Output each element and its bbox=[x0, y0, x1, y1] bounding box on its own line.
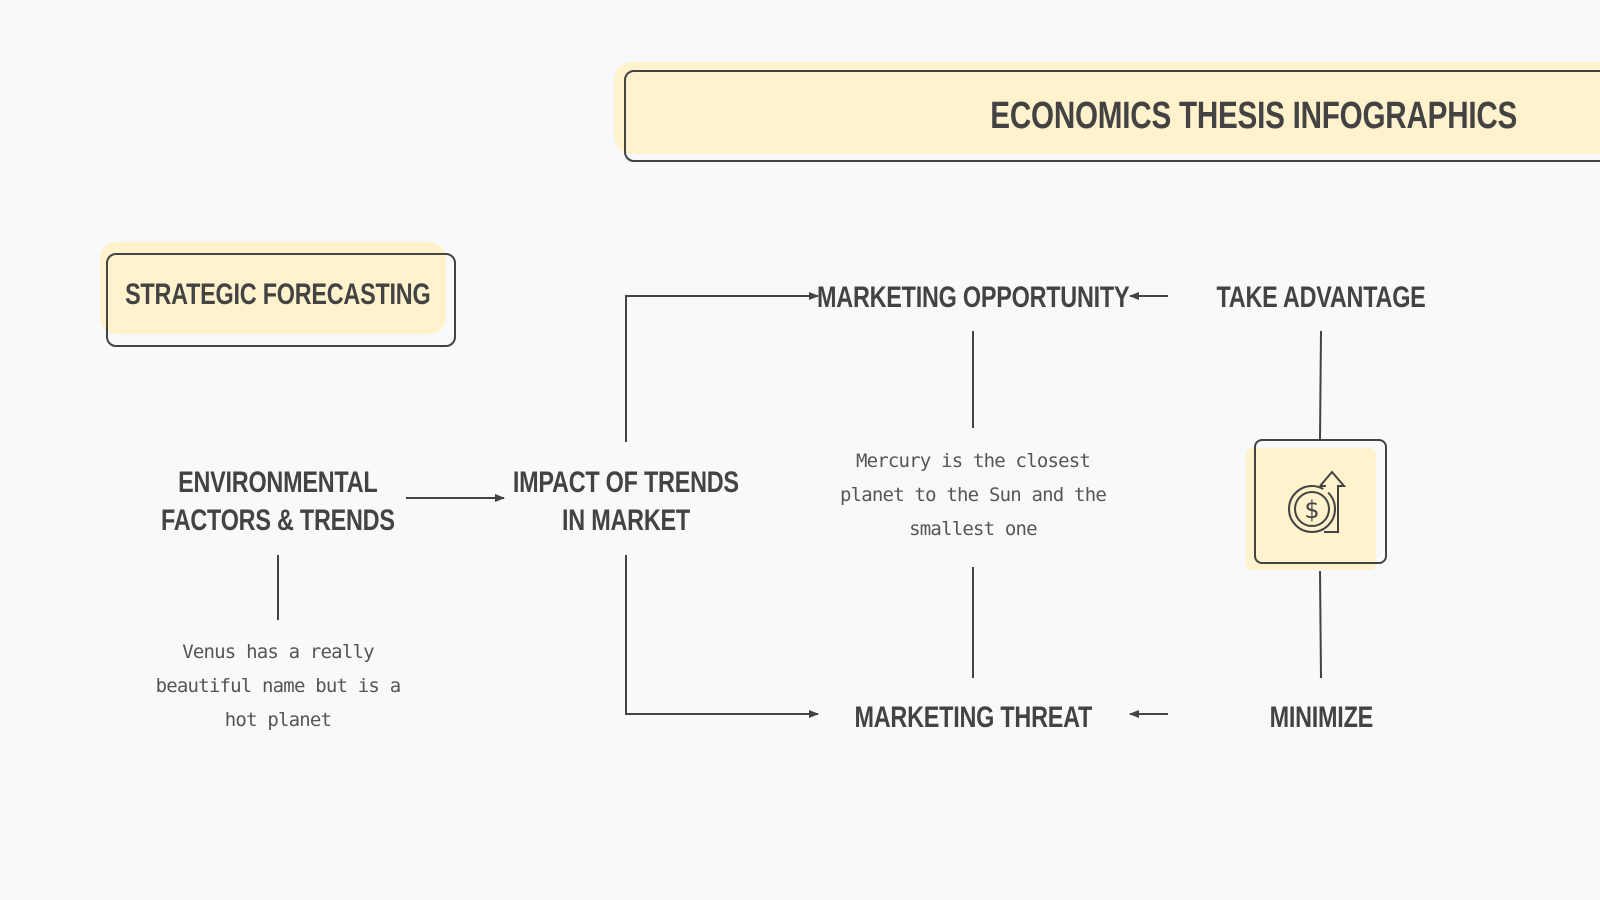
title-banner: Economics Thesis Infographics bbox=[624, 70, 1600, 162]
opportunity-description-line: Mercury is the closest bbox=[855, 450, 1091, 472]
node-minimize: Minimize bbox=[1200, 698, 1442, 738]
node-environmental-line2: Factors & Trends bbox=[161, 504, 395, 537]
node-environmental-factors: Environmental Factors & Trends bbox=[140, 462, 416, 542]
environmental-description-line: Venus has a really bbox=[182, 641, 374, 663]
opportunity-description-line: planet to the Sun and the bbox=[840, 484, 1107, 506]
svg-text:$: $ bbox=[1304, 496, 1319, 524]
section-label-text: Strategic Forecasting bbox=[125, 278, 431, 311]
node-environmental-line1: Environmental bbox=[178, 466, 378, 499]
section-label-highlight bbox=[100, 242, 446, 334]
arrow-impact-to-threat bbox=[625, 555, 819, 718]
page-title: Economics Thesis Infographics bbox=[990, 94, 1518, 137]
section-label: Strategic Forecasting bbox=[100, 248, 456, 342]
line-icon-to-minimize bbox=[1319, 570, 1322, 679]
opportunity-description-line: smallest one bbox=[909, 518, 1037, 540]
node-take-advantage: Take Advantage bbox=[1200, 278, 1442, 318]
node-opportunity-label: Marketing Opportunity bbox=[816, 281, 1130, 314]
icon-box-frame bbox=[1254, 439, 1387, 564]
node-impact-line1: Impact of Trends bbox=[513, 466, 739, 499]
section-label-frame bbox=[106, 253, 456, 347]
node-minimize-label: Minimize bbox=[1269, 701, 1373, 734]
environmental-description-line: hot planet bbox=[224, 709, 332, 731]
title-banner-highlight bbox=[614, 62, 1600, 154]
environmental-description: Venus has a really beautiful name but is… bbox=[138, 635, 418, 737]
node-threat-label: Marketing Threat bbox=[854, 701, 1092, 734]
node-marketing-threat: Marketing Threat bbox=[823, 698, 1123, 738]
icon-box-highlight bbox=[1246, 448, 1376, 570]
line-take-advantage-to-icon bbox=[1319, 330, 1322, 440]
node-impact-of-trends: Impact of Trends in Market bbox=[500, 462, 752, 542]
node-take-advantage-label: Take Advantage bbox=[1216, 281, 1426, 314]
arrow-impact-to-opportunity bbox=[625, 292, 819, 442]
title-banner-frame bbox=[624, 70, 1600, 162]
environmental-description-line: beautiful name but is a bbox=[155, 675, 402, 697]
opportunity-description: Mercury is the closest planet to the Sun… bbox=[823, 444, 1123, 546]
node-impact-line2: in Market bbox=[562, 504, 690, 537]
dollar-coin-up-arrow-icon: $ bbox=[1288, 470, 1347, 533]
node-marketing-opportunity: Marketing Opportunity bbox=[817, 278, 1130, 318]
